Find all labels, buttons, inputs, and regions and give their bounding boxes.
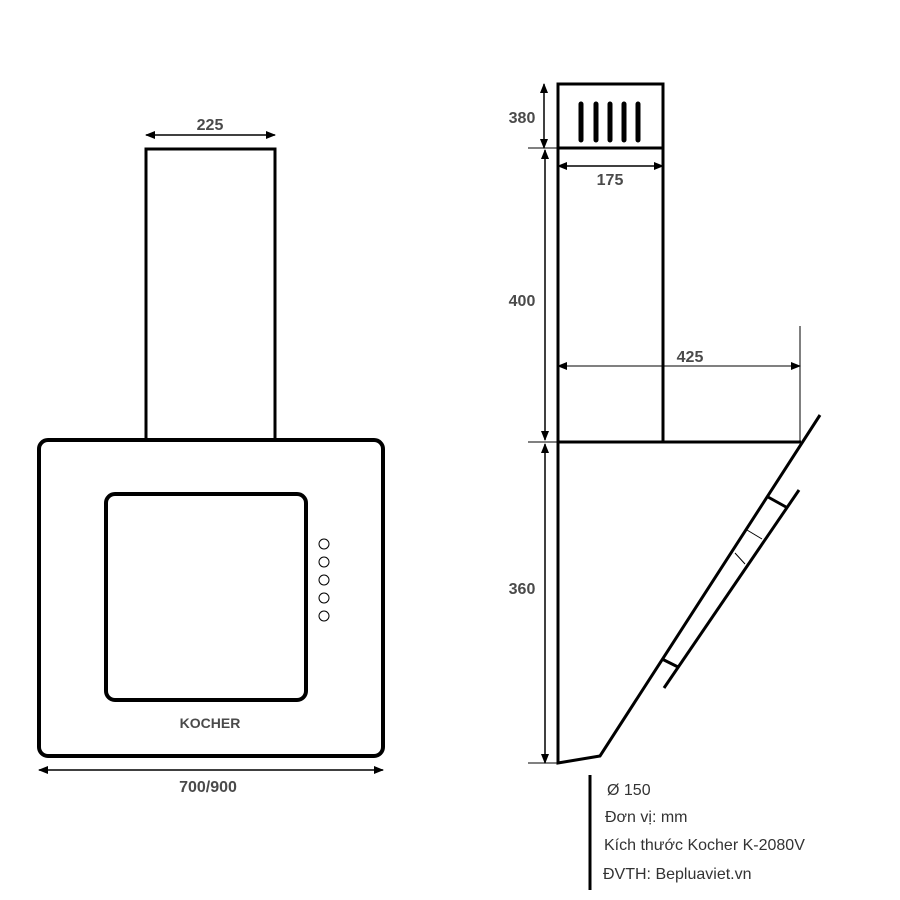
control-button[interactable] [318,610,330,622]
glass-bracket-bottom [661,657,679,669]
front-glass-panel [104,492,308,702]
diameter-note: Ø 150 [607,782,651,799]
top-height-label: 380 [509,110,536,127]
source-note: ĐVTH: Bepluaviet.vn [603,866,752,883]
front-hood-body [37,438,385,758]
front-chimney [144,147,277,442]
chimney-depth-label: 175 [597,172,624,189]
top-vent-box [556,82,665,150]
chimney-height-label: 400 [509,293,536,310]
front-view: 225 KOCHER 700/900 [37,117,385,796]
control-button[interactable] [318,574,330,586]
body-width-label: 700/900 [179,779,237,796]
glass-bracket-top [767,495,787,509]
model-note: Kích thước Kocher K-2080V [604,837,805,854]
side-view: 380 175 400 425 360 [509,82,822,765]
control-button[interactable] [318,556,330,568]
control-button[interactable] [318,592,330,604]
brand-logo-text: KOCHER [180,715,241,731]
control-button[interactable] [318,538,330,550]
total-depth-label: 425 [677,349,704,366]
hood-side-profile [556,414,822,765]
unit-note: Đơn vị: mm [605,809,688,826]
inclined-glass-panel [662,489,801,689]
vent-slots [578,101,641,143]
control-buttons [318,538,330,622]
notes-block: Ø 150 Đơn vị: mm Kích thước Kocher K-208… [588,775,805,890]
chimney-width-label: 225 [197,117,224,134]
glass-bracket-mid-a [746,529,763,540]
body-height-label: 360 [509,581,536,598]
glass-bracket-mid-b [734,552,746,565]
